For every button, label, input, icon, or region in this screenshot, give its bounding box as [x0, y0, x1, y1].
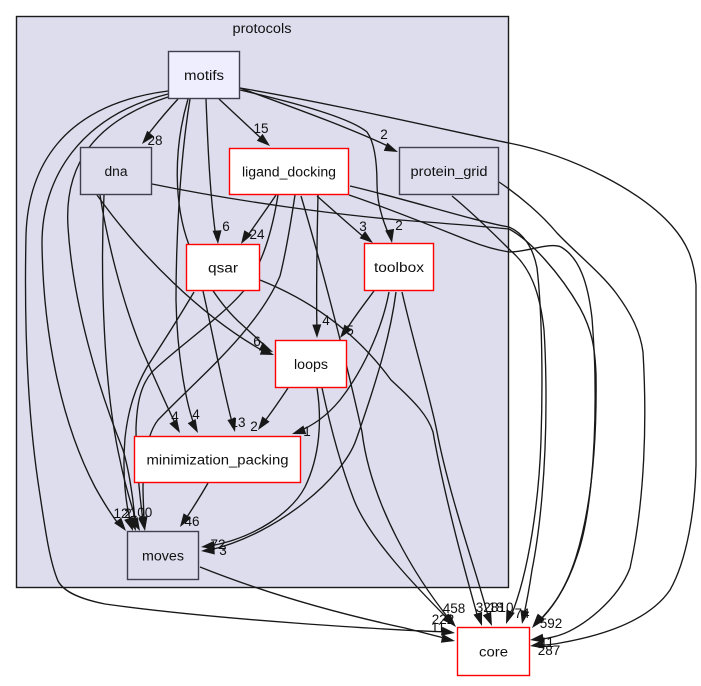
svg-text:toolbox: toolbox	[374, 260, 424, 275]
svg-text:46: 46	[184, 514, 199, 529]
svg-text:2: 2	[124, 506, 132, 521]
svg-text:328: 328	[476, 600, 499, 615]
svg-text:6: 6	[222, 219, 230, 234]
svg-text:100: 100	[130, 505, 153, 520]
svg-text:74: 74	[514, 606, 530, 621]
svg-text:4: 4	[171, 409, 179, 424]
svg-text:4: 4	[322, 313, 330, 328]
svg-text:protocols: protocols	[233, 21, 292, 36]
svg-text:loops: loops	[294, 357, 328, 372]
svg-text:ligand_docking: ligand_docking	[242, 164, 336, 179]
svg-text:1: 1	[303, 424, 311, 439]
svg-text:11: 11	[540, 635, 554, 650]
svg-text:minimization_packing: minimization_packing	[147, 452, 289, 467]
svg-text:3: 3	[359, 219, 367, 234]
svg-text:24: 24	[249, 227, 265, 242]
svg-text:motifs: motifs	[184, 68, 224, 83]
svg-text:6: 6	[253, 334, 261, 349]
svg-text:458: 458	[443, 601, 466, 616]
svg-text:15: 15	[253, 121, 268, 136]
svg-text:3: 3	[219, 543, 227, 558]
svg-text:protein_grid: protein_grid	[411, 164, 488, 179]
svg-text:28: 28	[147, 133, 162, 148]
svg-text:core: core	[479, 644, 508, 659]
svg-text:2: 2	[380, 127, 388, 142]
svg-text:592: 592	[540, 616, 563, 631]
svg-text:222: 222	[432, 612, 455, 627]
svg-text:dna: dna	[105, 164, 128, 179]
svg-text:11: 11	[431, 620, 445, 635]
svg-text:moves: moves	[142, 548, 184, 563]
svg-text:18: 18	[488, 600, 503, 615]
svg-text:4: 4	[192, 407, 200, 422]
svg-text:2: 2	[250, 419, 258, 434]
svg-text:10: 10	[498, 600, 513, 615]
svg-text:5: 5	[346, 323, 354, 338]
svg-text:13: 13	[230, 415, 245, 430]
svg-text:287: 287	[538, 643, 561, 658]
svg-text:qsar: qsar	[208, 260, 239, 275]
svg-text:72: 72	[210, 537, 225, 552]
svg-text:12: 12	[113, 506, 128, 521]
svg-text:2: 2	[395, 218, 403, 233]
